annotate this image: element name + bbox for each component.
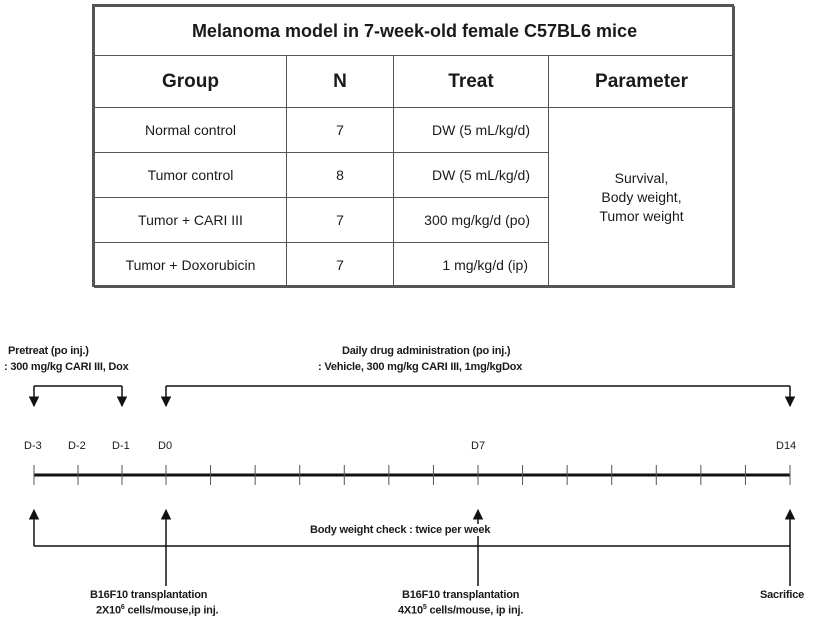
day-label-d-3: D-3 [24, 440, 42, 452]
table-row: Tumor + CARI III 7 300 mg/kg/d (po) [94, 197, 735, 243]
day-label-d0: D0 [158, 440, 173, 452]
table-header-row: Group N Treat Parameter [94, 55, 736, 108]
day-label-d-2: D-2 [68, 440, 86, 452]
day-label-d7: D7 [471, 440, 486, 452]
table-row: Normal control 7 DW (5 mL/kg/d) Survival… [94, 107, 736, 288]
n-cell: 7 [286, 107, 394, 153]
parameter-tumor-weight: Tumor weight [599, 208, 684, 224]
parameter-cell: Survival, Body weight, Tumor weight [547, 107, 736, 288]
transplant1-detail: 2X106 cells/mouse,ip inj. [96, 604, 219, 617]
body-weight-label: Body weight check : twice per week [308, 524, 493, 536]
sacrifice-label: Sacrifice [760, 589, 805, 601]
parameter-survival: Survival, [614, 170, 669, 186]
group-cell: Tumor + Doxorubicin [94, 242, 287, 288]
table-row: Tumor + Doxorubicin 7 1 mg/kg/d (ip) [94, 242, 735, 288]
pretreat-bracket [28, 385, 128, 408]
group-cell: Tumor + CARI III [94, 197, 287, 243]
treat-cell: 1 mg/kg/d (ip) [393, 242, 549, 288]
day-label-d-1: D-1 [112, 440, 130, 452]
timeline-graphics [28, 385, 796, 586]
header-group: Group [94, 55, 287, 108]
pretreat-detail: : 300 mg/kg CARI III, Dox [4, 361, 129, 373]
transplant2-label: B16F10 transplantation [402, 589, 520, 601]
transplant1-label: B16F10 transplantation [90, 589, 208, 601]
treat-cell: 300 mg/kg/d (po) [393, 197, 549, 243]
study-design-table: Melanoma model in 7-week-old female C57B… [92, 4, 736, 288]
daily-admin-bracket [160, 385, 796, 408]
treat-cell: DW (5 mL/kg/d) [393, 107, 549, 153]
n-cell: 8 [286, 152, 394, 198]
timeline-ticks [33, 465, 791, 485]
parameter-body-weight: Body weight, [601, 189, 682, 205]
table-title: Melanoma model in 7-week-old female C57B… [93, 6, 736, 56]
experiment-timeline: Pretreat (po inj.) : 300 mg/kg CARI III,… [0, 290, 825, 633]
header-treat: Treat [393, 55, 549, 108]
n-cell: 7 [286, 197, 394, 243]
day-label-d14: D14 [776, 440, 797, 452]
n-cell: 7 [286, 242, 394, 288]
group-cell: Normal control [94, 107, 287, 153]
daily-admin-label: Daily drug administration (po inj.) [342, 345, 511, 357]
body-weight-bracket [28, 508, 796, 547]
group-cell: Tumor control [94, 152, 287, 198]
header-n: N [286, 55, 394, 108]
treat-cell: DW (5 mL/kg/d) [393, 152, 549, 198]
daily-admin-detail: : Vehicle, 300 mg/kg CARI III, 1mg/kgDox [318, 361, 523, 373]
transplant2-detail: 4X105 cells/mouse, ip inj. [398, 604, 524, 617]
pretreat-label: Pretreat (po inj.) [8, 345, 89, 357]
table-row: Tumor control 8 DW (5 mL/kg/d) [94, 152, 735, 198]
header-parameter: Parameter [547, 55, 736, 108]
